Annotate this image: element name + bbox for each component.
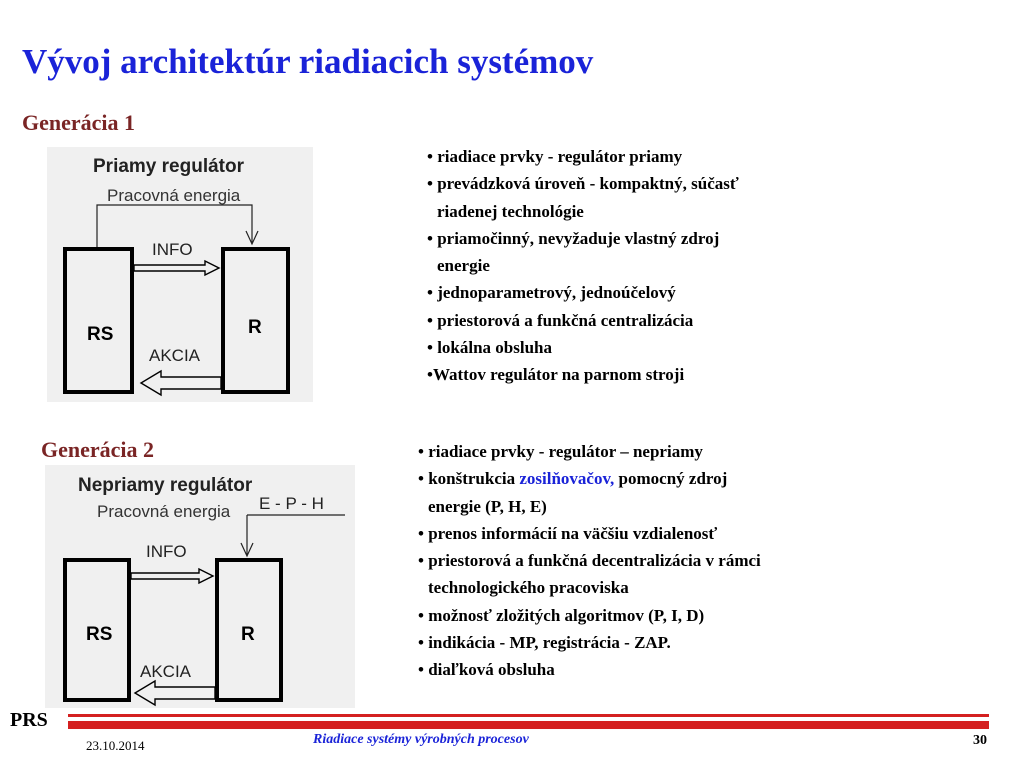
gen1-action-arrow xyxy=(139,369,222,397)
gen2-bullet: • možnosť zložitých algoritmov (P, I, D) xyxy=(418,605,705,625)
gen2-heading: Generácia 2 xyxy=(41,437,155,462)
gen2-source-arrowhead xyxy=(240,542,254,558)
gen2-r-label: R xyxy=(241,624,255,645)
gen2-rs-box xyxy=(63,558,131,702)
gen2-bullet: • indikácia - MP, registrácia - ZAP. xyxy=(418,633,671,653)
gen2-bullet-text: • konštrukcia xyxy=(418,469,520,489)
gen1-bullet: • priestorová a funkčná centralizácia xyxy=(427,310,694,330)
gen1-rs-label: RS xyxy=(87,324,113,345)
gen2-bullet: • priestorová a funkčná decentralizácia … xyxy=(418,551,761,571)
gen2-bullet: • diaľková obsluha xyxy=(418,660,555,680)
gen1-bullet: •Wattov regulátor na parnom stroji xyxy=(427,365,685,385)
gen2-diagram-source: E - P - H xyxy=(259,494,324,513)
gen2-bullet-text: pomocný zdroj xyxy=(614,469,728,489)
gen1-energy-arrowhead xyxy=(245,230,259,246)
gen1-diagram-title: Priamy regulátor xyxy=(93,156,245,177)
footer-rule-bottom xyxy=(68,721,989,729)
gen2-info-label: INFO xyxy=(146,542,187,561)
gen2-info-arrow xyxy=(130,567,215,585)
slide-title: Vývoj architektúr riadiacich systémov xyxy=(22,42,594,81)
gen1-bullet: energie xyxy=(437,256,490,276)
gen1-diagram: Priamy regulátor Pracovná energia RS R I… xyxy=(47,147,313,402)
gen1-info-arrow xyxy=(133,259,221,277)
gen1-energy-line xyxy=(96,204,253,247)
gen2-diagram-title: Nepriamy regulátor xyxy=(78,475,253,496)
gen1-bullet: riadenej technológie xyxy=(437,201,584,221)
gen1-bullets: • riadiace prvky - regulátor priamy • pr… xyxy=(427,143,739,389)
footer-course: Riadiace systémy výrobných procesov xyxy=(313,732,529,747)
gen1-heading: Generácia 1 xyxy=(22,110,136,135)
gen2-diagram-energy: Pracovná energia xyxy=(97,502,231,521)
gen2-bullet: technologického pracoviska xyxy=(428,578,629,598)
gen1-bullet: • priamočinný, nevyžaduje vlastný zdroj xyxy=(427,228,720,248)
gen1-bullet: • riadiace prvky - regulátor priamy xyxy=(427,147,683,166)
gen2-bullet: • prenos informácií na väčšiu vzdialenos… xyxy=(418,523,718,543)
gen2-bullet: energie (P, H, E) xyxy=(428,496,547,516)
footer-rule-top xyxy=(68,714,989,717)
footer-logo: PRS xyxy=(10,709,48,731)
gen2-r-box xyxy=(215,558,283,702)
gen1-bullet: • prevádzková úroveň - kompaktný, súčasť xyxy=(427,174,739,194)
gen1-rs-box xyxy=(63,247,134,394)
footer-date: 23.10.2014 xyxy=(86,738,145,753)
gen1-r-label: R xyxy=(248,317,262,338)
gen2-rs-label: RS xyxy=(86,624,112,645)
gen2-action-arrow xyxy=(133,679,216,707)
gen2-bullet: • riadiace prvky - regulátor – nepriamy xyxy=(418,442,703,461)
gen1-r-box xyxy=(221,247,290,394)
gen1-bullet: • jednoparametrový, jednoúčelový xyxy=(427,283,676,303)
gen2-diagram: Nepriamy regulátor Pracovná energia E - … xyxy=(45,465,355,708)
footer-page-number: 30 xyxy=(973,733,987,748)
gen2-bullet: • konštrukcia zosilňovačov, pomocný zdro… xyxy=(418,465,761,492)
gen1-diagram-energy: Pracovná energia xyxy=(107,186,241,205)
gen1-action-label: AKCIA xyxy=(149,346,201,365)
gen2-bullet-accent: zosilňovačov, xyxy=(519,469,615,489)
gen1-bullet: • lokálna obsluha xyxy=(427,338,553,358)
gen1-info-label: INFO xyxy=(152,240,193,259)
gen2-action-label: AKCIA xyxy=(140,662,192,681)
gen2-bullets: • riadiace prvky - regulátor – nepriamy … xyxy=(418,438,761,684)
